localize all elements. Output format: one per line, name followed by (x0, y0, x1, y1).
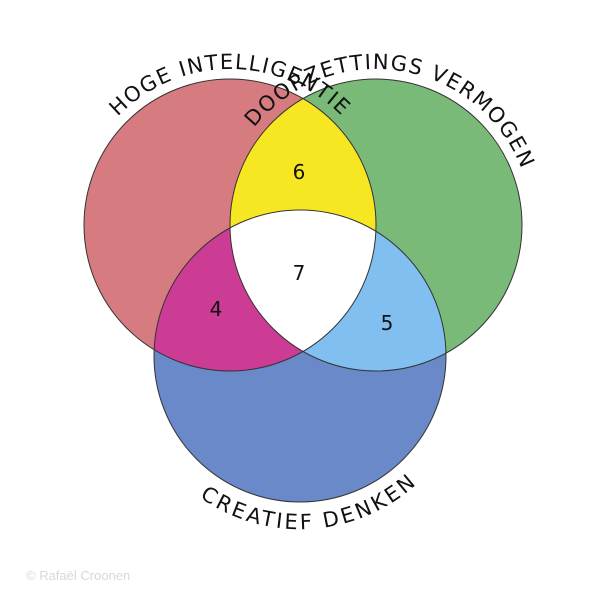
outline-c (153, 209, 447, 503)
value-intelligentie-doorzetting: 6 (293, 160, 306, 184)
value-intelligentie-creatief: 4 (210, 297, 223, 321)
value-center: 7 (293, 261, 306, 285)
outline-b (229, 78, 523, 372)
value-doorzetting-creatief: 5 (381, 311, 394, 335)
copyright-credit: © Rafaël Croonen (26, 568, 131, 583)
outline-a (83, 78, 377, 372)
